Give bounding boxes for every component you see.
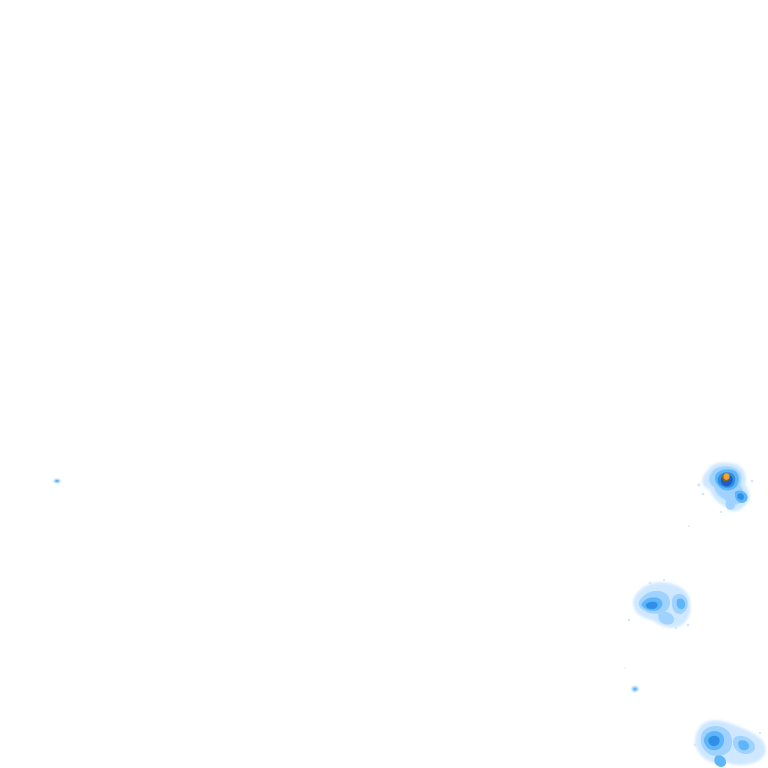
rain-cell-southeast — [693, 720, 766, 767]
rain-cell-northeast — [688, 462, 754, 527]
rain-cell-east-central — [624, 579, 691, 669]
rain-cell-far-west — [53, 478, 61, 484]
rain-cell-small-south — [631, 686, 639, 692]
